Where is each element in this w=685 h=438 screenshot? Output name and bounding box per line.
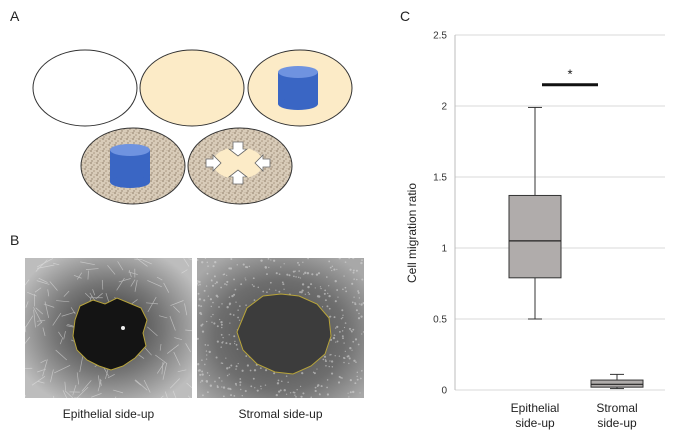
migration-arrows-icon [205,141,271,185]
category-label: side-up [515,416,555,430]
wound-outline [72,297,148,371]
panel-label-a: A [10,8,20,24]
cylinder-insert-icon [110,144,150,188]
micrograph-epithelial [25,258,192,398]
significance-star: * [567,67,572,82]
category-label: side-up [597,416,637,430]
cell-free-zone [213,147,263,179]
y-tick-label: 0 [441,386,447,397]
caption-stromal: Stromal side-up [238,407,323,421]
box-iqr [508,194,562,279]
panel-label-c: C [400,8,411,24]
y-tick-label: 2.5 [433,31,447,42]
box-2 [590,373,644,390]
dish-filled [139,49,245,127]
box-1 [508,106,562,320]
y-tick-label: 2 [441,102,447,113]
micrograph-stromal [197,258,364,398]
box-plot-chart: Cell migration ratio 0 0.5 1 1.5 2 2.5 Epithe… [405,31,665,430]
panel-label-b: B [10,232,20,248]
wound-outline [236,293,332,375]
dish-empty [32,49,138,127]
y-axis-label: Cell migration ratio [405,183,419,283]
y-tick-label: 0.5 [433,315,447,326]
category-label: Epithelial [511,401,560,415]
y-tick-label: 1 [441,244,447,255]
caption-epithelial: Epithelial side-up [62,407,155,421]
y-tick-label: 1.5 [433,173,447,184]
panel-a-schematic [32,49,353,205]
cylinder-insert-icon [278,66,318,110]
category-label: Stromal [596,401,637,415]
box-iqr [590,379,644,388]
